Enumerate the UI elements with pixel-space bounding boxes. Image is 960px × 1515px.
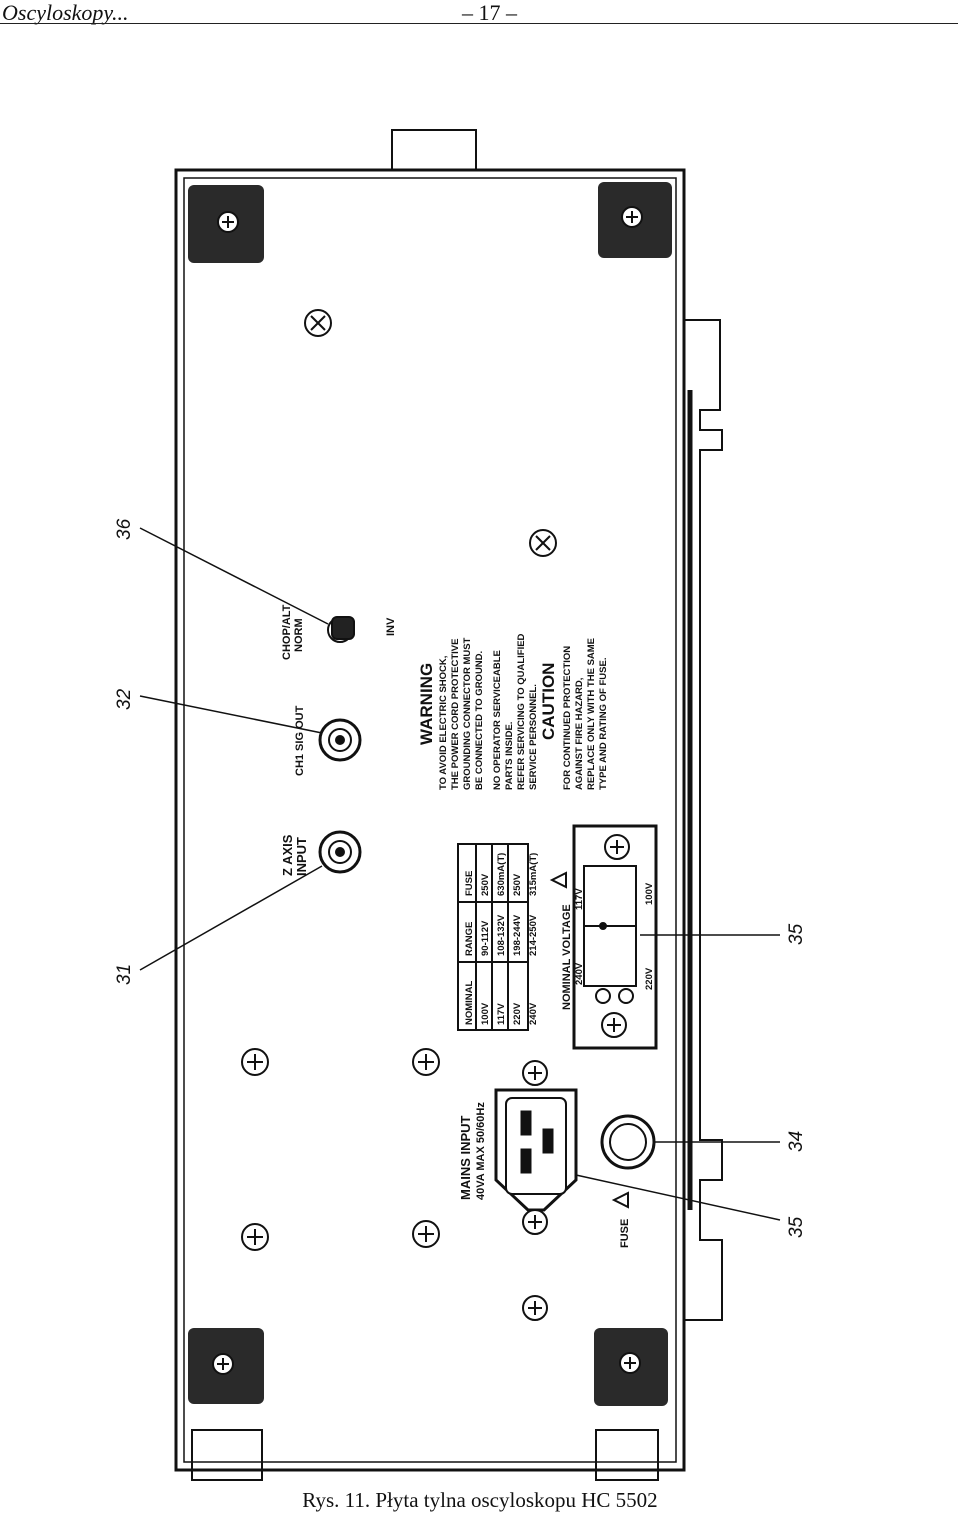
callout-35-socket: 35 xyxy=(786,1216,807,1238)
label-mains-rating: 40VA MAX 50/60Hz xyxy=(475,1102,487,1200)
warning-line: GROUNDING CONNECTOR MUST xyxy=(462,637,473,790)
fuse-table-cell: 315mA(T) xyxy=(528,853,539,896)
running-title: Oscyloskopy... xyxy=(2,0,129,25)
warning-line: REFER SERVICING TO QUALIFIED xyxy=(516,633,527,790)
caution-line: FOR CONTINUED PROTECTION xyxy=(562,646,573,790)
foot-left xyxy=(191,1429,263,1481)
warning-line: PARTS INSIDE. xyxy=(504,722,515,790)
side-handle xyxy=(684,319,723,1321)
chassis-inner xyxy=(183,177,677,1463)
bnc-z-axis-input xyxy=(318,830,362,874)
label-chop-alt: CHOP/ALT xyxy=(281,604,293,660)
label-inv: INV xyxy=(385,617,397,636)
callout-35-selector: 35 xyxy=(786,923,807,945)
warning-line: TO AVOID ELECTRIC SHOCK, xyxy=(438,656,449,790)
callout-36: 36 xyxy=(114,518,135,540)
voltage-option-100: 100V xyxy=(644,882,655,905)
toggle-switch-chop-alt xyxy=(327,616,355,643)
fuse-table-cell: 240V xyxy=(528,1002,539,1025)
fuse-table-cell: 250V xyxy=(480,873,491,896)
fuse-table xyxy=(457,843,529,1031)
label-z-input: INPUT xyxy=(294,837,309,876)
callout-31: 31 xyxy=(114,964,135,985)
rear-panel-figure: 31 32 36 35 34 35 Z AXIS INPUT CH1 SIG O… xyxy=(114,129,807,1481)
caution-line: REPLACE ONLY WITH THE SAME xyxy=(586,638,597,790)
label-norm: NORM xyxy=(293,618,305,652)
label-fuse: FUSE xyxy=(619,1219,631,1248)
warning-line: NO OPERATOR SERVICEABLE xyxy=(492,650,503,790)
voltage-option-117: 117V xyxy=(574,888,585,910)
top-handle xyxy=(391,129,477,171)
warning-line: SERVICE PERSONNEL. xyxy=(528,684,539,790)
figure-caption: Rys. 11. Płyta tylna oscyloskopu HC 5502 xyxy=(302,1488,658,1512)
warning-triangle-icon xyxy=(549,871,629,1209)
fuse-table-cell: 250V xyxy=(512,873,523,896)
callout-34: 34 xyxy=(786,1131,807,1152)
label-z-axis: Z AXIS xyxy=(280,834,295,876)
fuse-table-cell: 100V xyxy=(480,1002,491,1025)
page-header: Oscyloskopy... – 17 – xyxy=(0,0,960,26)
caution-title: CAUTION xyxy=(539,663,558,740)
voltage-selector xyxy=(572,824,658,1050)
caution-line: TYPE AND RATING OF FUSE. xyxy=(598,658,609,790)
label-nominal-voltage: NOMINAL VOLTAGE xyxy=(561,904,573,1010)
fuse-table-header-range: RANGE xyxy=(464,922,475,956)
fuse-table-cell: 220V xyxy=(512,1002,523,1025)
fuse-table-cell: 630mA(T) xyxy=(496,853,507,896)
voltage-option-220: 220V xyxy=(644,967,655,990)
fuse-table-cell: 214-250V xyxy=(528,914,539,956)
callout-32: 32 xyxy=(114,688,135,710)
warning-title: WARNING xyxy=(417,663,436,745)
chassis-outline xyxy=(174,168,686,1472)
fuse-table-cell: 117V xyxy=(496,1003,507,1025)
caution-line: AGAINST FIRE HAZARD, xyxy=(574,678,585,790)
page-number: – 17 – xyxy=(462,0,517,25)
mains-input-socket xyxy=(494,1060,578,1235)
fuse-table-cell: 108-132V xyxy=(496,914,507,956)
label-ch1-sig-out: CH1 SIG OUT xyxy=(294,705,306,776)
callout-leaders xyxy=(139,527,781,1221)
fuse-table-header-nominal: NOMINAL xyxy=(464,980,475,1025)
fuse-table-cell: 198-244V xyxy=(512,914,523,956)
header-rule xyxy=(0,23,958,24)
warning-line: BE CONNECTED TO GROUND. xyxy=(474,651,485,790)
corner-pads xyxy=(188,182,672,1406)
label-mains-input: MAINS INPUT xyxy=(458,1115,473,1200)
voltage-option-240: 240V xyxy=(574,962,585,985)
fuse-table-header-fuse: FUSE xyxy=(464,871,475,896)
bnc-ch1-sig-out xyxy=(318,718,362,762)
foot-right xyxy=(595,1429,659,1481)
warning-line: THE POWER CORD PROTECTIVE xyxy=(450,639,461,790)
fuse-table-cell: 90-112V xyxy=(480,920,491,956)
fuse-holder xyxy=(600,1114,656,1170)
